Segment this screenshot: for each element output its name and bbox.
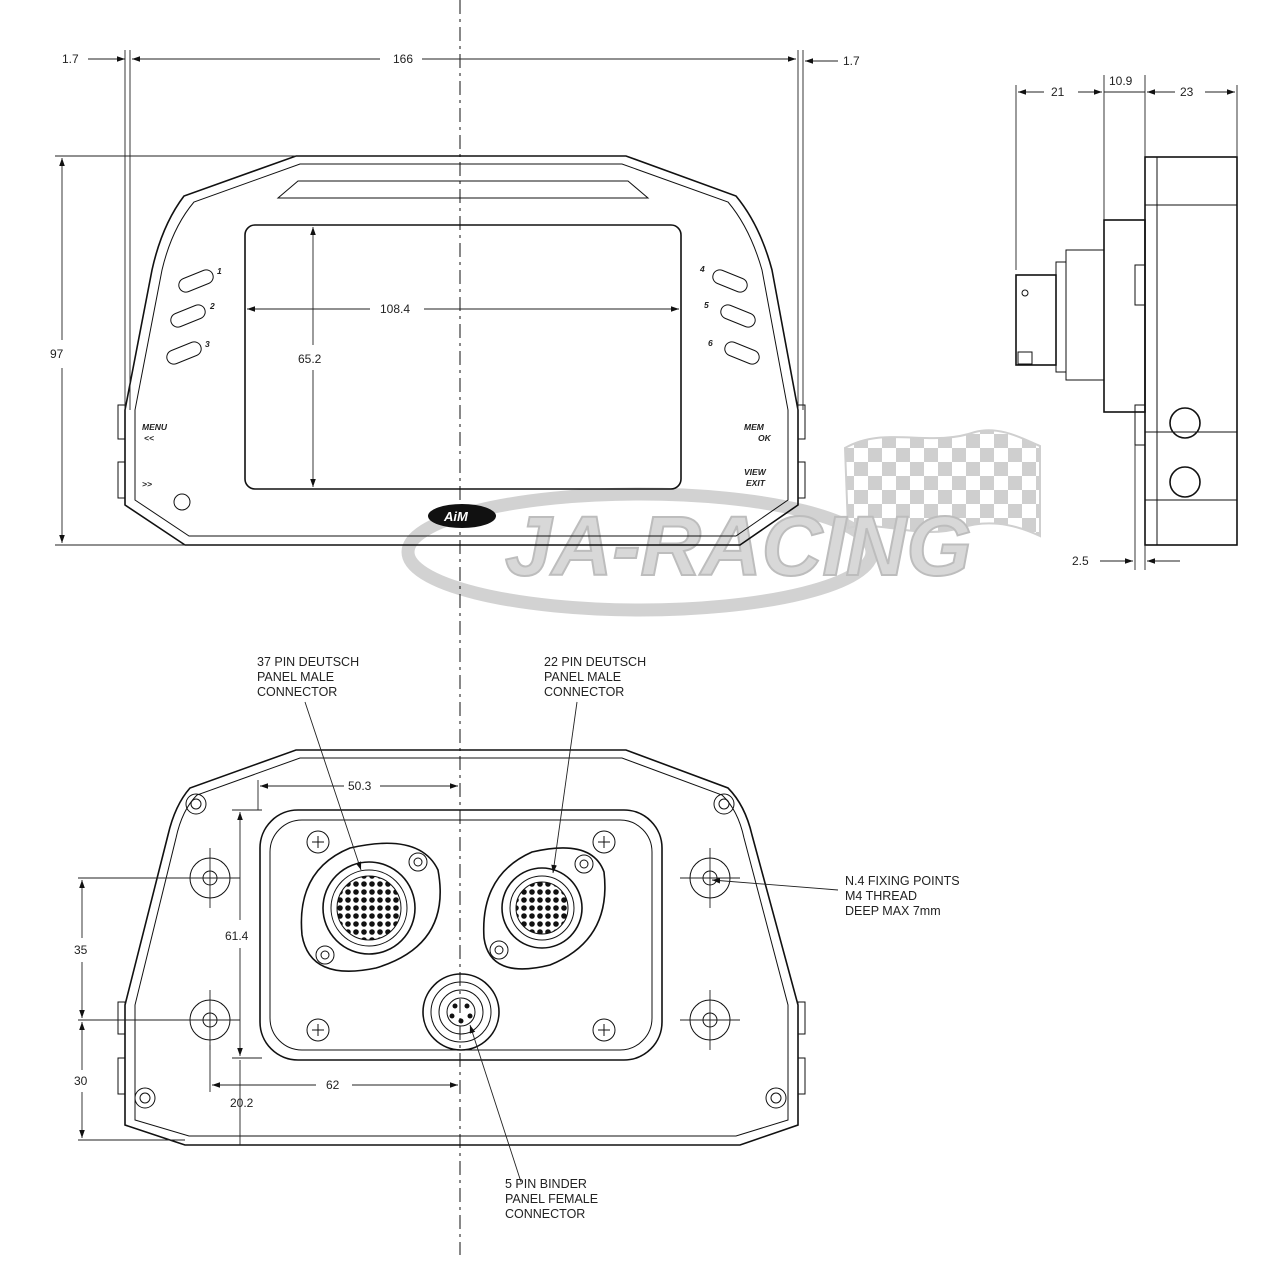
dim-left-margin: 1.7	[62, 52, 79, 66]
plate-screws	[306, 830, 616, 1042]
front-housing-outline	[124, 155, 799, 546]
dim-overall-height: 97	[50, 347, 64, 361]
rear-housing-inner	[134, 757, 789, 1137]
rear-dimensions: 50.3 61.4 35 30 62 20.2	[74, 779, 458, 1145]
side-dimensions: 21 10.9 23 2.5	[1015, 74, 1238, 570]
button-4[interactable]	[711, 268, 750, 294]
connector-22-pin	[482, 847, 606, 970]
button-6-label: 6	[708, 338, 713, 348]
callout-22-line-2: PANEL MALE	[544, 670, 621, 684]
side-tab-upper	[1134, 264, 1146, 306]
connector-5-pin	[422, 973, 500, 1051]
callout-fixing-line-3: DEEP MAX 7mm	[845, 904, 941, 918]
dim-right-margin: 1.7	[843, 54, 860, 68]
light-sensor	[173, 493, 191, 511]
callout-5-line-1: 5 PIN BINDER	[505, 1177, 587, 1191]
connector-plate	[259, 809, 663, 1061]
shift-light-bar	[276, 180, 650, 199]
ok-label: OK	[758, 433, 772, 443]
brand-logo-badge	[428, 504, 496, 528]
dim-hole-spacing-lower: 30	[74, 1074, 88, 1088]
connector-37-pin	[300, 842, 441, 972]
dim-hole-offset-x: 62	[326, 1078, 340, 1092]
front-bezel-inner	[134, 163, 789, 537]
callout-22-line-3: CONNECTOR	[544, 685, 624, 699]
callout-5-pin: 5 PIN BINDER PANEL FEMALE CONNECTOR	[505, 1177, 598, 1221]
menu-sub-label: <<	[144, 433, 154, 443]
callout-22-line-1: 22 PIN DEUTSCH	[544, 655, 646, 669]
dim-depth-mid: 10.9	[1109, 74, 1133, 88]
power-label: >>	[142, 479, 152, 489]
dim-hole-offset-y: 20.2	[230, 1096, 254, 1110]
side-fixing-point-lower	[1169, 466, 1201, 498]
callout-37-line-2: PANEL MALE	[257, 670, 334, 684]
button-1-label: 1	[217, 266, 222, 276]
checkered-flag-icon	[843, 429, 1041, 538]
side-connector-housing	[1103, 219, 1146, 413]
callout-37-line-3: CONNECTOR	[257, 685, 337, 699]
button-5-label: 5	[704, 300, 709, 310]
side-main-body	[1144, 156, 1238, 546]
side-fixing-point-upper	[1169, 407, 1201, 439]
front-dimensions: 1.7 166 1.7 97 108.4 65.2	[50, 50, 860, 546]
side-connector-plug	[1015, 274, 1057, 366]
button-1[interactable]	[177, 268, 216, 294]
watermark-swoosh	[401, 487, 879, 617]
view-label: VIEW	[744, 467, 767, 477]
callout-fixing-line-1: N.4 FIXING POINTS	[845, 874, 960, 888]
brand-logo-text: AiM	[443, 509, 469, 524]
exit-label: EXIT	[746, 478, 766, 488]
dim-mount-height: 61.4	[225, 929, 249, 943]
dim-depth-rear: 23	[1180, 85, 1194, 99]
button-3[interactable]	[165, 340, 204, 366]
callout-37-line-1: 37 PIN DEUTSCH	[257, 655, 359, 669]
dim-overall-width: 166	[393, 52, 413, 66]
callout-37-pin: 37 PIN DEUTSCH PANEL MALE CONNECTOR	[257, 655, 359, 699]
corner-screws	[134, 793, 787, 1109]
rear-view	[117, 749, 806, 1146]
callout-5-line-2: PANEL FEMALE	[505, 1192, 598, 1206]
fixing-points	[180, 848, 740, 1050]
button-2-label: 2	[209, 301, 215, 311]
side-view	[1015, 156, 1238, 546]
front-view: 1 2 3 4 5 6 MENU << >> MEM OK VIEW EXIT …	[117, 155, 806, 546]
callout-leaders	[304, 701, 839, 1183]
dim-connector-offset-x: 50.3	[348, 779, 372, 793]
dim-screen-height: 65.2	[298, 352, 322, 366]
callout-5-line-3: CONNECTOR	[505, 1207, 585, 1221]
display-screen	[244, 224, 682, 490]
watermark: JA-RACING	[401, 429, 1041, 617]
rear-housing-outline	[124, 749, 799, 1146]
dim-bezel-thickness: 2.5	[1072, 554, 1089, 568]
callout-22-pin: 22 PIN DEUTSCH PANEL MALE CONNECTOR	[544, 655, 646, 699]
watermark-text: JA-RACING	[505, 499, 972, 593]
button-3-label: 3	[205, 339, 210, 349]
dim-screen-width: 108.4	[380, 302, 410, 316]
right-side-tab-lower	[797, 461, 806, 499]
side-connector-flange	[1065, 249, 1105, 381]
dim-hole-spacing-upper: 35	[74, 943, 88, 957]
side-tab-lower	[1134, 404, 1146, 446]
left-side-tab-lower	[117, 461, 126, 499]
right-side-tab-upper	[797, 404, 806, 440]
menu-label: MENU	[142, 422, 168, 432]
left-side-tab-upper	[117, 404, 126, 440]
mem-label: MEM	[744, 422, 765, 432]
callout-fixing-line-2: M4 THREAD	[845, 889, 917, 903]
callout-fixing-points: N.4 FIXING POINTS M4 THREAD DEEP MAX 7mm	[845, 874, 960, 918]
button-5[interactable]	[719, 303, 758, 329]
button-6[interactable]	[723, 340, 762, 366]
dim-depth-front: 21	[1051, 85, 1065, 99]
button-4-label: 4	[699, 264, 705, 274]
button-2[interactable]	[169, 303, 208, 329]
